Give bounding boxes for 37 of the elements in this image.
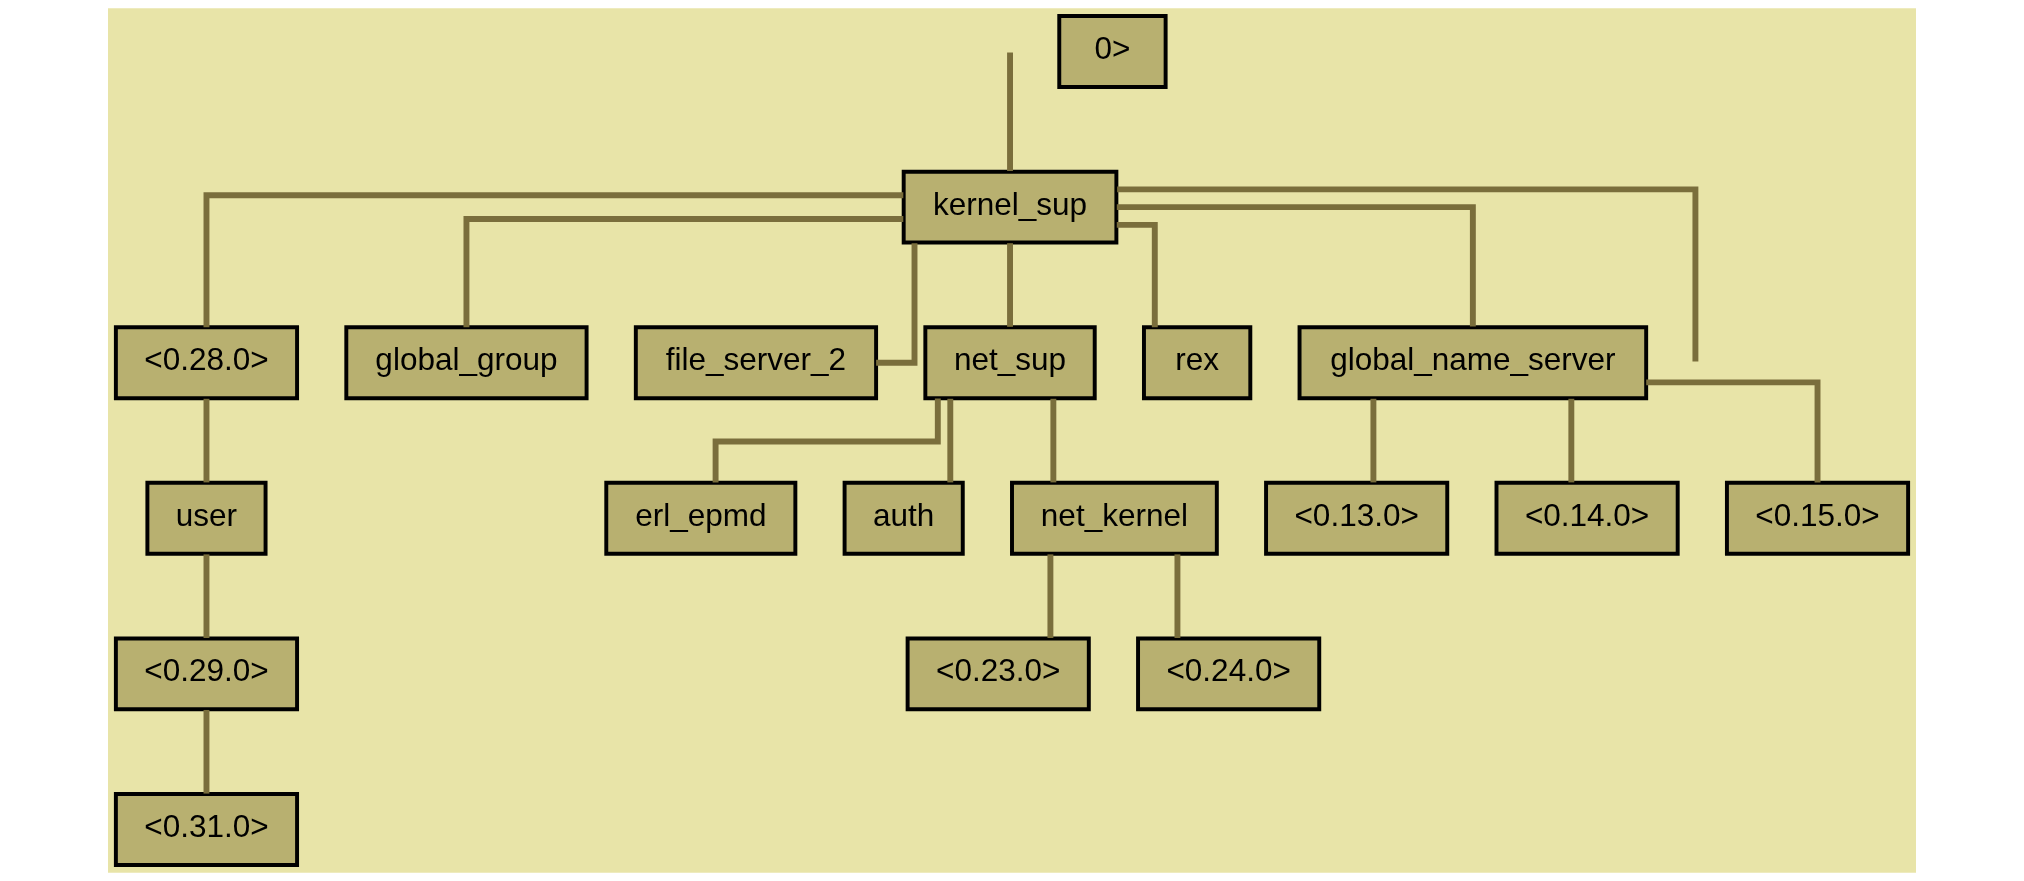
- connector: [1007, 243, 1013, 327]
- connector: [1646, 379, 1821, 483]
- connector: [463, 215, 904, 328]
- connector: [203, 398, 210, 483]
- node-box: <0.13.0>: [1264, 480, 1450, 556]
- connector: [1047, 554, 1054, 638]
- node-box: global_name_server: [1297, 325, 1649, 401]
- connector: [1568, 398, 1575, 483]
- node-box: global_group: [344, 325, 589, 401]
- connector: [1116, 204, 1476, 327]
- connector: [712, 398, 941, 483]
- connector: [203, 554, 210, 638]
- connector: [1116, 221, 1158, 328]
- node-box: net_kernel: [1010, 480, 1219, 556]
- connector: [203, 709, 210, 794]
- node-box: <0.29.0>: [113, 636, 300, 712]
- node-box: 0>: [1057, 14, 1168, 89]
- node-box: <0.14.0>: [1494, 480, 1680, 556]
- connector: [1117, 186, 1699, 362]
- node-box: <0.24.0>: [1136, 636, 1322, 712]
- node-box: user: [145, 480, 268, 556]
- node-box: <0.31.0>: [113, 792, 300, 867]
- connector: [203, 192, 904, 328]
- node-box: net_sup: [923, 325, 1097, 401]
- connector: [1050, 398, 1057, 483]
- connector: [1007, 52, 1013, 171]
- node-box: file_server_2: [633, 325, 879, 401]
- connector: [947, 398, 954, 483]
- node-box: <0.23.0>: [905, 636, 1091, 712]
- node-box: kernel_sup: [901, 169, 1119, 245]
- node-box: <0.28.0>: [113, 325, 300, 401]
- node-box: auth: [842, 480, 965, 556]
- connector: [1174, 554, 1181, 638]
- node-box: erl_epmd: [604, 480, 798, 556]
- connector: [1370, 398, 1377, 483]
- node-box: rex: [1142, 325, 1253, 401]
- node-box: <0.15.0>: [1724, 480, 1911, 556]
